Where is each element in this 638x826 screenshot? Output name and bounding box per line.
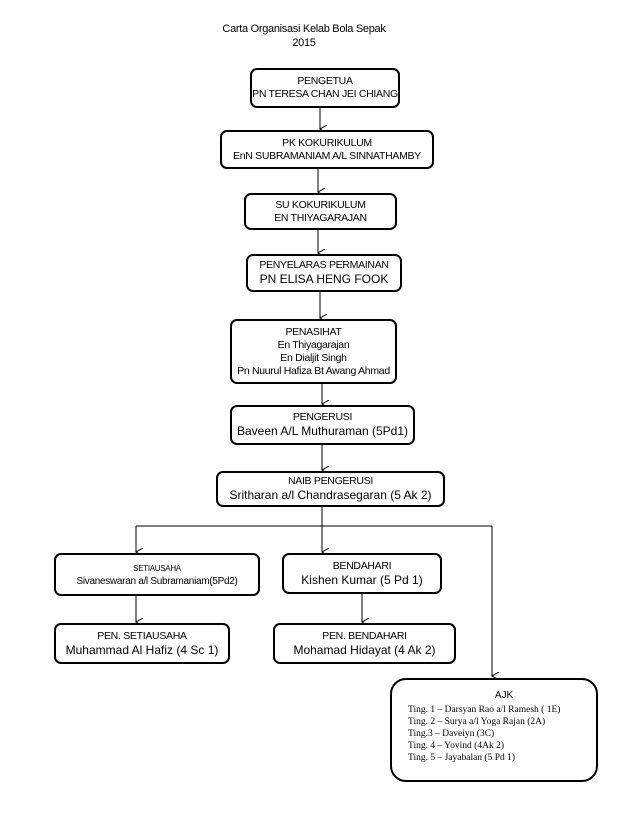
ajk-member: Ting. 4 – Yovind (4Ak 2) [408, 741, 504, 751]
chart-title-line1: Carta Organisasi Kelab Bola Sepak [222, 23, 386, 35]
box-setiausaha: SETIAUSAHA Sivaneswaran a/l Subramaniam(… [54, 553, 260, 596]
box-penasihat: PENASIHAT En Thiyagarajan En Dialjit Sin… [230, 319, 397, 384]
penasihat-name-2: En Dialjit Singh [280, 351, 347, 364]
penasihat-role: PENASIHAT [285, 325, 342, 338]
box-naib-pengerusi: NAIB PENGERUSI Sritharan a/l Chandrasega… [216, 471, 445, 507]
pk-kokurikulum-name: EnN SUBRAMANIAM A/L SINNATHAMBY [233, 149, 421, 162]
bendahari-name: Kishen Kumar (5 Pd 1) [301, 572, 423, 587]
box-pengerusi: PENGERUSI Baveen A/L Muthuraman (5Pd1) [230, 405, 415, 445]
ajk-member: Ting. 1 – Darsyan Rao a/l Ramesh ( 1E) [408, 705, 561, 715]
ajk-member: Ting.3 – Daveiyn (3C) [408, 729, 495, 739]
pengerusi-name: Baveen A/L Muthuraman (5Pd1) [237, 424, 408, 438]
pengetua-role: PENGETUA [297, 75, 353, 87]
box-pengetua: PENGETUA PN TERESA CHAN JEI CHIANG [250, 68, 400, 108]
box-pen-setiausaha: PEN. SETIAUSAHA Muhammad Al Hafiz (4 Sc … [54, 623, 230, 664]
setiausaha-role: SETIAUSAHA [133, 563, 181, 573]
pen-setiausaha-name: Muhammad Al Hafiz (4 Sc 1) [65, 642, 219, 657]
setiausaha-name: Sivaneswaran a/l Subramaniam(5Pd2) [76, 575, 238, 587]
box-pen-bendahari: PEN. BENDAHARI Mohamad Hidayat (4 Ak 2) [273, 623, 456, 664]
chart-title: Carta Organisasi Kelab Bola Sepak 2015 [0, 22, 638, 50]
pengetua-name: PN TERESA CHAN JEI CHIANG [252, 88, 398, 100]
pengerusi-role: PENGERUSI [292, 411, 353, 423]
penasihat-name-1: En Thiyagarajan [277, 338, 350, 351]
box-penyelaras: PENYELARAS PERMAINAN PN ELISA HENG FOOK [246, 254, 402, 292]
chart-title-year: 2015 [292, 37, 316, 49]
box-pk-kokurikulum: PK KOKURIKULUM EnN SUBRAMANIAM A/L SINNA… [220, 130, 434, 169]
penyelaras-name: PN ELISA HENG FOOK [259, 272, 389, 286]
su-kokurikulum-role: SU KOKURIKULUM [275, 198, 366, 211]
pen-bendahari-name: Mohamad Hidayat (4 Ak 2) [293, 642, 436, 657]
ajk-member: Ting. 2 – Surya a/l Yoga Rajan (2A) [408, 717, 546, 727]
naib-pengerusi-role: NAIB PENGERUSI [287, 475, 374, 487]
ajk-title: AJK [494, 690, 514, 701]
box-su-kokurikulum: SU KOKURIKULUM EN THIYAGARAJAN [244, 193, 397, 230]
su-kokurikulum-name: EN THIYAGARAJAN [274, 211, 367, 224]
naib-pengerusi-name: Sritharan a/l Chandrasegaran (5 Ak 2) [229, 488, 432, 502]
pen-bendahari-role: PEN. BENDAHARI [322, 629, 407, 642]
penyelaras-role: PENYELARAS PERMAINAN [259, 259, 389, 271]
ajk-member-list: Ting. 1 – Darsyan Rao a/l Ramesh ( 1E) T… [408, 704, 596, 764]
bendahari-role: BENDAHARI [332, 559, 392, 572]
box-ajk: AJK Ting. 1 – Darsyan Rao a/l Ramesh ( 1… [390, 678, 598, 782]
box-bendahari: BENDAHARI Kishen Kumar (5 Pd 1) [282, 553, 442, 594]
ajk-member: Ting. 5 – Jayabalan (5 Pd 1) [408, 753, 516, 763]
pk-kokurikulum-role: PK KOKURIKULUM [282, 136, 372, 149]
pen-setiausaha-role: PEN. SETIAUSAHA [97, 629, 187, 642]
penasihat-name-3: Pn Nuurul Hafiza Bt Awang Ahmad [237, 364, 390, 377]
